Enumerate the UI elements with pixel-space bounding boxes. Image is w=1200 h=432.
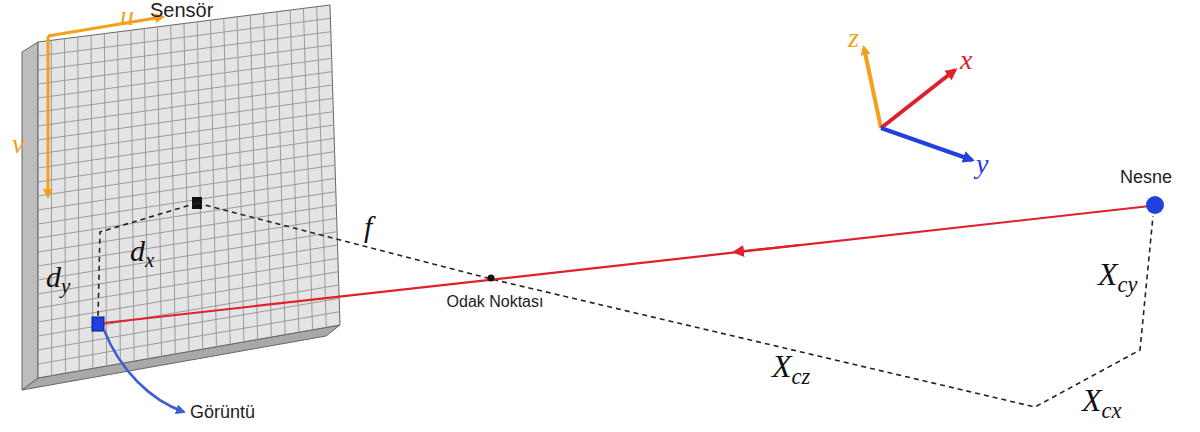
symbol: d bbox=[46, 260, 61, 293]
grid-line bbox=[38, 258, 338, 308]
sensor-label: Sensör bbox=[150, 0, 213, 20]
symbol: X bbox=[1098, 256, 1118, 292]
pixel-grid bbox=[38, 7, 340, 376]
symbol: X bbox=[772, 348, 792, 384]
grid-line bbox=[38, 285, 339, 336]
grid-line bbox=[38, 205, 336, 252]
grid-line bbox=[38, 312, 340, 364]
grid-line bbox=[38, 125, 334, 168]
offset-lines bbox=[98, 203, 197, 317]
grid-line bbox=[38, 232, 337, 280]
grid-line bbox=[38, 218, 337, 266]
dimension-label: Xcy bbox=[1098, 258, 1137, 296]
dimension-label: Xcz bbox=[772, 350, 810, 388]
v-axis bbox=[47, 36, 50, 196]
grid-line bbox=[38, 98, 333, 140]
grid-line bbox=[38, 192, 336, 238]
sensor-face bbox=[38, 5, 340, 378]
u-axis bbox=[48, 17, 162, 36]
subscript: cx bbox=[1102, 398, 1122, 423]
dimension-label: dx bbox=[130, 236, 154, 271]
y-axis bbox=[881, 128, 972, 160]
symbol: X bbox=[1082, 382, 1102, 418]
grid-line bbox=[38, 245, 338, 294]
axis-label: u bbox=[120, 2, 134, 30]
optical-axis bbox=[197, 203, 1153, 407]
object-label: Nesne bbox=[1120, 168, 1172, 186]
subscript: x bbox=[145, 248, 154, 272]
grid-line bbox=[38, 178, 335, 224]
image-label: Görüntü bbox=[190, 403, 255, 421]
focal-point-label: Odak Noktası bbox=[440, 292, 550, 311]
axis-label: x bbox=[960, 46, 972, 74]
light-ray bbox=[104, 206, 1150, 323]
focal-point bbox=[488, 275, 495, 282]
sensor-side bbox=[22, 42, 38, 390]
dimension-label: Xcx bbox=[1082, 384, 1121, 422]
object-dot bbox=[1146, 196, 1164, 214]
axis-label: v bbox=[12, 130, 24, 158]
z-axis bbox=[864, 48, 881, 128]
image-pointer bbox=[104, 330, 184, 412]
symbol: d bbox=[130, 234, 145, 267]
subscript: cz bbox=[792, 364, 811, 389]
ray-arrow bbox=[735, 245, 800, 252]
subscript: y bbox=[61, 274, 70, 298]
x-axis bbox=[881, 70, 955, 128]
grid-line bbox=[38, 138, 334, 182]
grid-line bbox=[38, 152, 335, 196]
dimension-label: f bbox=[364, 212, 372, 242]
grid-line bbox=[38, 298, 339, 350]
image-pixel bbox=[92, 317, 104, 331]
grid-line bbox=[38, 85, 333, 126]
dimension-label: dy bbox=[46, 262, 70, 297]
axis-label: z bbox=[848, 24, 859, 52]
grid-line bbox=[38, 112, 333, 154]
subscript: cy bbox=[1118, 272, 1138, 297]
axis-label: y bbox=[976, 150, 988, 178]
grid-line bbox=[38, 165, 335, 210]
